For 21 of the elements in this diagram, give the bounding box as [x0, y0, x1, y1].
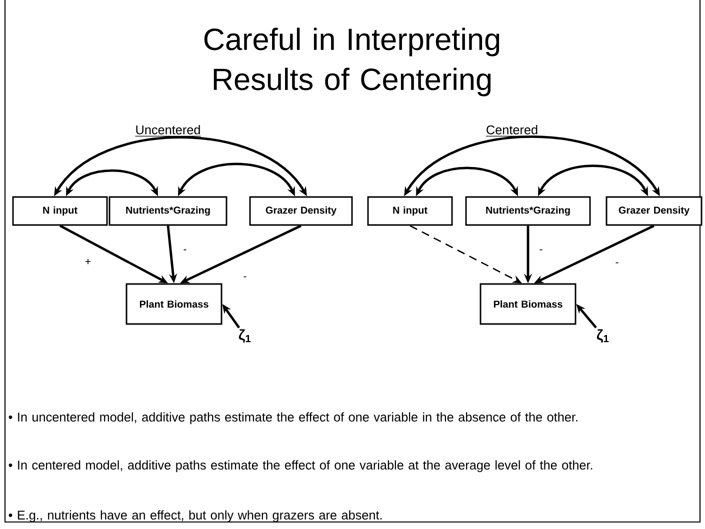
panel-heading: Centered — [486, 125, 538, 136]
edge-label: + — [85, 258, 91, 264]
bullet-text: • In centered model, additive paths estimate the effect of one variable at the average level of the other. — [8, 460, 592, 472]
variable-box: Grazer Density — [249, 196, 353, 226]
variable-box: N input — [367, 196, 453, 226]
panel-heading: Uncentered — [135, 125, 202, 136]
variable-box: N input — [12, 196, 108, 226]
error-term: ζ$_{1}$ — [596, 329, 609, 343]
bullet-text: • E.g., nutrients have an effect, but only when grazers are absent. — [8, 510, 382, 522]
edge-label: - — [540, 249, 542, 250]
edge-label: - — [244, 276, 246, 278]
variable-box: Plant Biomass — [480, 283, 576, 325]
variable-box: Plant Biomass — [126, 283, 222, 325]
error-term: ζ$_{1}$ — [238, 329, 251, 343]
variable-box: Nutrients*Grazing — [465, 196, 591, 226]
bullet-text: • In uncentered model, additive paths estimate the effect of one variable in the absence of the other. — [8, 412, 578, 424]
variable-box: Grazer Density — [606, 196, 702, 226]
edge-label: - — [184, 249, 186, 250]
edge-label: - — [616, 262, 618, 264]
variable-box: Nutrients*Grazing — [108, 196, 228, 226]
title: Careful in Interpreting Results of Centering — [204, 28, 500, 96]
